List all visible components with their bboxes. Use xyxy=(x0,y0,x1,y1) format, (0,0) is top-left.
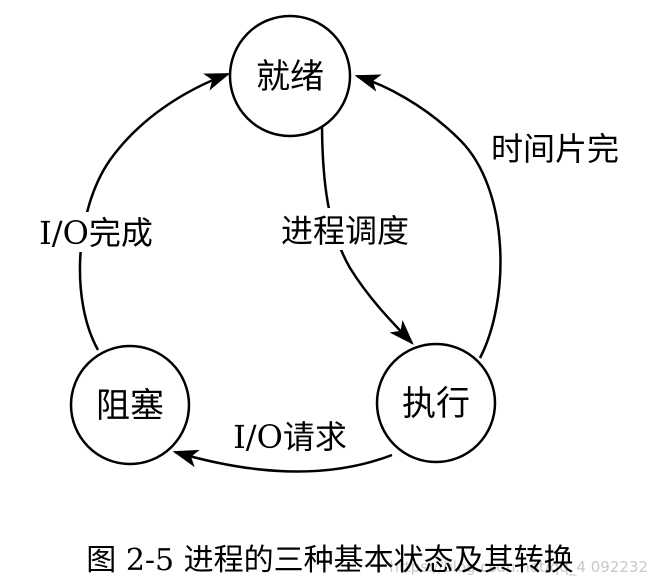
node-ready-label: 就绪 xyxy=(256,57,324,97)
edge-io-complete-label: I/O完成 xyxy=(39,214,153,252)
node-running: 执行 xyxy=(375,342,497,464)
edge-dispatch-label-bg xyxy=(266,208,424,250)
edge-dispatch-arrow xyxy=(320,121,414,345)
edge-io-complete-arrow xyxy=(78,72,231,351)
watermark-text: https://blog.csdn.net/qq_4 092232 xyxy=(389,558,648,577)
edge-time-slice-label: 时间片完 xyxy=(491,130,619,168)
edge-dispatch-label: 进程调度 xyxy=(281,212,409,250)
node-blocked-label: 阻塞 xyxy=(96,386,164,426)
edge-time-slice-arrow xyxy=(354,74,502,359)
node-running-circle xyxy=(375,342,497,464)
node-running-label: 执行 xyxy=(402,384,470,424)
edge-io-request-label: I/O请求 xyxy=(233,418,347,456)
node-blocked-circle xyxy=(69,344,191,466)
node-ready: 就绪 xyxy=(228,14,352,138)
node-ready-circle xyxy=(228,14,352,138)
node-blocked: 阻塞 xyxy=(69,344,191,466)
edge-io-request-arrow xyxy=(172,449,393,473)
figure-caption: 图 2-5 进程的三种基本状态及其转换 xyxy=(86,543,573,578)
edge-io-complete-label-bg xyxy=(30,212,162,252)
